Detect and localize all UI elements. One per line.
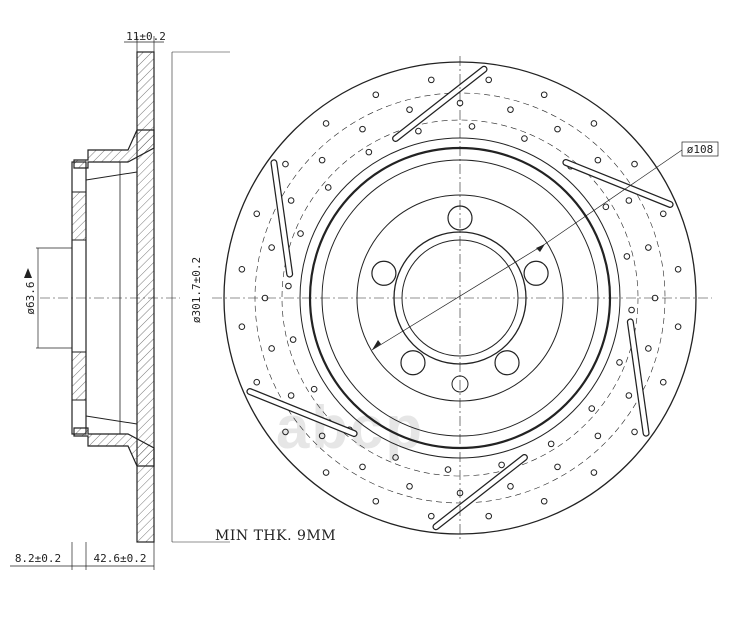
slot-inner xyxy=(563,160,673,207)
drill-dot xyxy=(631,428,638,436)
drill-dot xyxy=(238,265,246,273)
bolt-circle-dimension: ø108 xyxy=(687,143,714,156)
friction-ring-section xyxy=(136,51,155,543)
drill-dot xyxy=(253,210,261,218)
drill-dot xyxy=(485,512,493,520)
thickness-dimension: 11±0.2 xyxy=(126,30,166,43)
drill-dot xyxy=(268,345,275,352)
front-view: ø108 xyxy=(212,56,719,542)
drill-dot xyxy=(625,197,633,204)
drill-dot xyxy=(645,244,652,251)
slot-inner xyxy=(271,160,292,277)
drill-dots xyxy=(238,76,682,520)
hat-profile-bottom xyxy=(73,427,155,467)
drill-dot xyxy=(322,120,330,127)
drill-dot xyxy=(406,106,413,113)
drill-dot xyxy=(623,253,631,260)
drill-dot xyxy=(554,125,561,133)
hat-profile-top xyxy=(73,129,155,169)
drill-dot xyxy=(628,306,635,314)
offset-small-dimension: 8.2±0.2 xyxy=(15,552,61,565)
drill-dot xyxy=(588,405,596,412)
drill-dot xyxy=(268,244,275,251)
drill-dot xyxy=(507,106,514,113)
drill-dot xyxy=(287,197,295,204)
drill-dot xyxy=(659,378,667,386)
drill-dot xyxy=(547,440,555,448)
drill-dot xyxy=(616,359,623,366)
min-thickness-note: MIN THK. 9MM xyxy=(215,528,336,544)
drill-dot xyxy=(631,160,638,168)
outer-diameter-dimension: ø301.7±0.2 xyxy=(190,257,203,323)
bolt-hole xyxy=(494,350,520,376)
drill-dot xyxy=(540,497,548,505)
drill-dot xyxy=(318,156,326,164)
slots xyxy=(246,65,674,531)
drill-dot xyxy=(359,463,366,471)
drill-dot xyxy=(521,135,528,142)
drill-dot xyxy=(427,512,435,520)
drill-dot xyxy=(365,148,373,156)
drill-dot xyxy=(594,156,602,164)
drill-dot xyxy=(485,76,493,84)
drill-dot xyxy=(310,385,318,393)
drill-dot xyxy=(285,282,292,290)
drill-dot xyxy=(359,125,366,133)
drill-dot xyxy=(372,497,380,505)
drill-dot xyxy=(238,323,246,331)
offset-height-dimension: 42.6±0.2 xyxy=(94,552,147,565)
drill-dot xyxy=(444,466,452,473)
drill-dot xyxy=(674,265,682,273)
hub-section-bottom xyxy=(71,351,87,401)
drill-dot xyxy=(282,428,289,436)
drill-dot xyxy=(297,230,304,237)
drill-dot xyxy=(415,127,422,135)
drill-dot xyxy=(287,392,295,399)
bolt-hole xyxy=(371,260,397,286)
drill-dot xyxy=(253,378,261,386)
hub-section-top xyxy=(71,191,87,241)
slot-inner xyxy=(433,455,527,529)
slot-inner xyxy=(247,389,357,436)
drill-dot xyxy=(406,483,413,490)
drill-dot xyxy=(659,210,667,218)
drill-dot xyxy=(554,463,561,471)
drill-dot xyxy=(289,336,297,343)
drill-dot xyxy=(318,432,326,440)
drill-dot xyxy=(540,91,548,99)
hub-bore-dimension: ø63.6 xyxy=(24,281,37,314)
slot-inner xyxy=(628,319,649,436)
watermark-logo: abcp xyxy=(276,394,424,461)
drill-dot xyxy=(590,120,598,127)
drill-dot xyxy=(594,432,602,440)
drill-dot xyxy=(282,160,289,168)
drill-dot xyxy=(468,123,476,130)
side-section-view: 11±0.2 ø63.6 8.2±0.2 42.6±0.2 xyxy=(10,30,180,570)
drill-dot xyxy=(427,76,435,84)
drill-dot xyxy=(507,483,514,490)
drill-dot xyxy=(590,469,598,476)
drill-dot xyxy=(392,454,399,461)
drill-dot xyxy=(322,469,330,476)
drill-dot xyxy=(324,184,332,191)
bolt-hole xyxy=(400,350,426,376)
drill-dot xyxy=(625,392,633,399)
drill-dot xyxy=(498,461,505,469)
drill-dot xyxy=(372,91,380,99)
drill-dot xyxy=(602,203,610,211)
slot-inner xyxy=(393,67,487,141)
drill-dot xyxy=(645,345,652,352)
bolt-hole xyxy=(523,260,549,286)
drill-dot xyxy=(674,323,682,331)
